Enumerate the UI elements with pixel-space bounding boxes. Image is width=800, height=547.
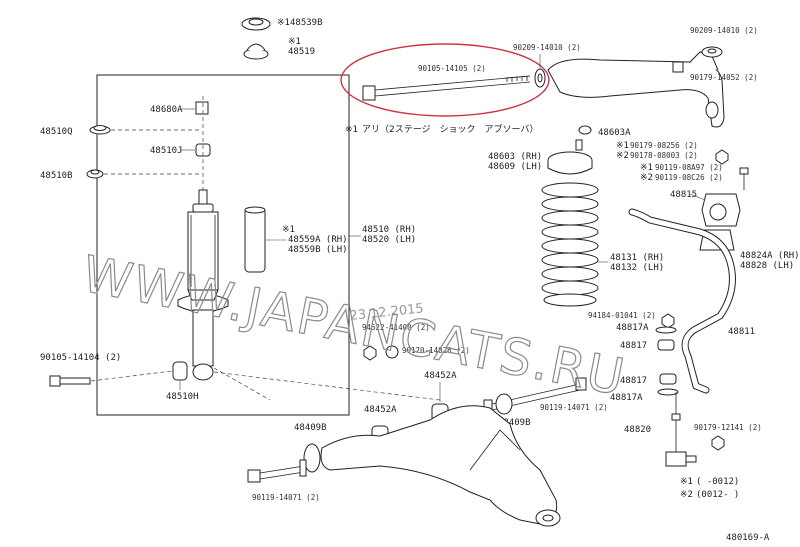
label-48820: 48820 <box>624 425 651 435</box>
legend-mark-2: ※2 <box>680 490 693 500</box>
diagram-code: 480169-A <box>726 533 770 543</box>
bolt-90119-14071-b <box>247 459 307 483</box>
retainer-48817A-a <box>655 326 677 334</box>
label-48680A: 48680A <box>150 105 183 115</box>
washer-90209-14010-a <box>534 68 546 88</box>
label-48817-b: 48817 <box>620 376 647 386</box>
label-90119-08A97: 90119-08A97 (2) <box>655 163 723 172</box>
label-48603A: 48603A <box>598 128 631 138</box>
label-90119-14071-b: 90119-14071 (2) <box>252 493 320 502</box>
bracket-48815 <box>701 193 741 227</box>
label-48510-rh: 48510 (RH) <box>362 225 416 235</box>
bolt-90105-14104 <box>49 375 91 387</box>
label-48817A-a: 48817A <box>616 323 649 333</box>
nut-94522-41400 <box>363 345 377 361</box>
nut-94184-01041 <box>661 313 675 329</box>
label-48824A-rh: 48824A (RH) <box>740 251 800 261</box>
washer-90209-14010-b <box>701 46 723 58</box>
cam-48409B-b <box>303 443 321 473</box>
label-48828-lh: 48828 (LH) <box>740 261 794 271</box>
label-48520-lh: 48520 (LH) <box>362 235 416 245</box>
label-94184-01041: 94184-01041 (2) <box>588 311 656 320</box>
label-90119-14071-a: 90119-14071 (2) <box>540 403 608 412</box>
note-text: アリ（2ステージ ショック アブソーバ） <box>362 123 538 135</box>
label-48559A: 48559A (RH) <box>288 235 348 245</box>
label-48817A-b: 48817A <box>610 393 643 403</box>
label-90179-08256: 90179-08256 (2) <box>630 141 698 150</box>
shock-group-frame <box>96 74 350 416</box>
label-48510J: 48510J <box>150 146 183 156</box>
mark-1a: ※1 <box>616 141 629 151</box>
label-48539B: 48539B <box>290 18 323 28</box>
label-48811: 48811 <box>728 327 755 337</box>
nut-48603A <box>578 125 592 135</box>
label-48452A-b: 48452A <box>364 405 397 415</box>
label-48519-mark: ※1 <box>288 37 301 47</box>
nut-small-icon <box>715 149 729 165</box>
mark-1b: ※1 <box>640 163 653 173</box>
label-90105-14105: 90105-14105 (2) <box>418 64 486 73</box>
mark-2b: ※2 <box>640 173 653 183</box>
label-48510Q: 48510Q <box>40 127 73 137</box>
label-48409B-a: 48409B <box>498 418 531 428</box>
cushion-48817-a <box>657 339 675 351</box>
label-48510B: 48510B <box>40 171 73 181</box>
bolt-small <box>739 167 749 190</box>
lower-control-arm <box>320 405 561 527</box>
cushion-48817-b <box>659 373 677 385</box>
label-90209-14010-b: 90209-14010 (2) <box>690 26 758 35</box>
label-90170-14026: 90170-14026 (2) <box>402 346 470 355</box>
label-90209-14010-a: 90209-14010 (2) <box>513 43 581 52</box>
label-48452A-a: 48452A <box>424 371 457 381</box>
bolt-90105-14105 <box>362 75 531 101</box>
label-48519: 48519 <box>288 47 315 57</box>
label-48510H: 48510H <box>166 392 199 402</box>
label-48815: 48815 <box>670 190 697 200</box>
label-48559B: 48559B (LH) <box>288 245 348 255</box>
legend-range-2: (0012- ) <box>696 490 739 500</box>
label-90179-12141: 90179-12141 (2) <box>694 423 762 432</box>
watermark-text: WWW.JAPANCATS.RU <box>78 245 631 407</box>
label-48559A-mark: ※1 <box>282 225 295 235</box>
nut-90179-12141 <box>711 435 725 451</box>
bushing-48510H <box>172 361 188 381</box>
cushion-48519 <box>243 43 269 60</box>
label-90119-08C26: 90119-08C26 (2) <box>655 173 723 182</box>
nut-48680A <box>195 101 209 115</box>
label-90179-14052: 90179-14052 (2) <box>690 73 758 82</box>
retainer-48817A-b <box>657 388 679 396</box>
spring-seat-48603 <box>547 139 593 175</box>
label-94522-41400: 94522-41400 (2) <box>362 323 430 332</box>
bumper-seat-48539B <box>241 17 271 31</box>
label-48603-rh: 48603 (RH) <box>488 152 542 162</box>
coil-spring-48131 <box>541 182 599 307</box>
stabilizer-bar-48811 <box>628 208 736 394</box>
washer-90170-14026 <box>385 345 399 359</box>
label-48132-lh: 48132 (LH) <box>610 263 664 273</box>
legend-range-1: ( -0012) <box>696 477 739 487</box>
legend-mark-1: ※1 <box>680 477 693 487</box>
label-48609-lh: 48609 (LH) <box>488 162 542 172</box>
washer-48510B <box>86 169 104 179</box>
label-90105-14104: 90105-14104 (2) <box>40 353 121 363</box>
label-48409B-b: 48409B <box>294 423 327 433</box>
upper-bracket <box>547 51 725 128</box>
washer-48510Q <box>89 125 111 135</box>
label-48817-a: 48817 <box>620 341 647 351</box>
label-90178-08003: 90178-08003 (2) <box>630 151 698 160</box>
cam-48409B-a <box>495 393 513 415</box>
dust-cover-48559A <box>244 206 266 273</box>
label-48539B-mark: ※1 <box>277 18 290 28</box>
shock-absorber-48510 <box>177 189 229 381</box>
highlight-ellipse <box>340 43 550 117</box>
note-mark: ※1 <box>345 125 358 135</box>
nut-90179-14052 <box>672 61 684 73</box>
link-48820 <box>665 392 697 467</box>
mark-2a: ※2 <box>616 151 629 161</box>
label-48131-rh: 48131 (RH) <box>610 253 664 263</box>
